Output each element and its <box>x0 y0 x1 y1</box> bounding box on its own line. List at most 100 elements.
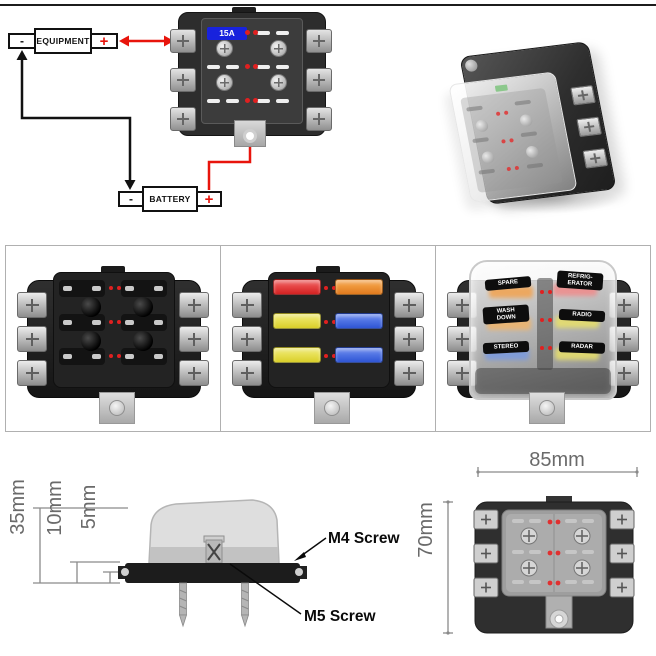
fuse-slot <box>59 314 105 331</box>
fuse-contact <box>257 99 270 103</box>
equipment-plus-terminal: + <box>90 32 118 50</box>
led-indicator <box>324 320 328 324</box>
render-tilt-group <box>448 41 617 205</box>
screw-terminal-icon <box>232 292 262 318</box>
green-clip-icon <box>494 84 508 92</box>
tag-line: SPARE <box>497 279 519 287</box>
stud-nut-icon <box>109 400 125 416</box>
screw-terminal-icon <box>394 292 424 318</box>
fuse-box-top-tab <box>232 7 256 15</box>
wiring-diagram: - EQUIPMENT + - BATTERY + <box>0 0 440 244</box>
battery-label: BATTERY <box>149 194 191 204</box>
led-indicator <box>324 354 328 358</box>
dimension-width: 85mm <box>529 450 585 471</box>
screw-terminal-icon <box>179 292 209 318</box>
fuse-contact <box>257 31 270 35</box>
depth-dim-line <box>443 501 453 634</box>
fuse-contact <box>226 65 239 69</box>
product-photo-cover: SPARE REFRIG- ERATOR WASH DOWN RADIO STE <box>436 246 650 431</box>
m5-leader-line <box>229 563 302 615</box>
wire-black-negative <box>20 58 132 182</box>
screw-terminal-icon <box>232 326 262 352</box>
side-view-drawing <box>118 499 307 628</box>
screw-terminal-icon <box>170 107 196 131</box>
screw-terminal-icon <box>576 116 602 138</box>
transparent-cover: SPARE REFRIG- ERATOR WASH DOWN RADIO STE <box>469 260 617 400</box>
screw-terminals-top <box>473 509 635 598</box>
led-indicator <box>245 64 250 69</box>
fuse-contact <box>257 65 270 69</box>
dimension-depth: 70mm <box>415 502 437 558</box>
led-indicator <box>332 354 336 358</box>
top-dimension-diagram: 85mm 70mm <box>415 450 639 635</box>
fuse-contact <box>207 65 220 69</box>
phillips-screws-top <box>520 527 591 577</box>
led-indicator <box>253 64 258 69</box>
phillips-screw-icon <box>216 74 233 91</box>
top-tab <box>546 496 572 504</box>
led-indicator <box>540 318 544 322</box>
led-indicator <box>253 30 258 35</box>
screw-terminal-icon <box>17 292 47 318</box>
wire-arrow-down-icon <box>124 180 136 190</box>
led-indicator <box>253 98 258 103</box>
product-render-3d <box>448 36 635 221</box>
fuse-contact <box>276 65 289 69</box>
battery-label-box: BATTERY <box>142 186 198 212</box>
led-indicator <box>109 320 113 324</box>
fuse-slot <box>121 348 167 365</box>
dimension-base-height: 5mm <box>78 485 100 529</box>
tag-line: RADIO <box>572 311 592 319</box>
fuse-slot <box>121 280 167 297</box>
stud-nut-icon <box>324 400 340 416</box>
product-photo-empty <box>6 246 221 431</box>
led-indicator <box>117 354 121 358</box>
transparent-cover <box>448 71 578 203</box>
led-indicator <box>548 346 552 350</box>
fuse-red <box>273 279 321 295</box>
m4-screw-head-icon <box>295 568 303 576</box>
tag-line: RADAR <box>571 343 593 351</box>
plus-symbol: + <box>99 32 109 50</box>
led-indicator <box>117 286 121 290</box>
equipment-minus-terminal: - <box>8 33 36 49</box>
fuse-slot <box>121 314 167 331</box>
top-tab <box>101 266 125 274</box>
dim-end-dot <box>446 500 450 504</box>
led-indicator <box>540 346 544 350</box>
m4-leader-line <box>300 537 327 557</box>
wire-arrow-right-icon <box>164 35 174 47</box>
m4-arrowhead-icon <box>294 552 306 561</box>
tag-line: ERATOR <box>567 279 593 288</box>
screw-terminal-icon <box>179 360 209 386</box>
m5-screw-label: M5 Screw <box>304 608 376 625</box>
fuse-yellow <box>273 313 321 329</box>
screw-hole <box>133 331 153 351</box>
led-indicator <box>332 320 336 324</box>
screw-terminal-icon <box>306 29 332 53</box>
led-indicator <box>548 318 552 322</box>
fuse-blue <box>335 313 383 329</box>
screw-terminal-icon <box>306 68 332 92</box>
equipment-label: EQUIPMENT <box>36 36 90 46</box>
wire-arrow-up-icon <box>16 50 28 60</box>
led-indicator <box>117 320 121 324</box>
stud-mark <box>207 543 221 561</box>
screw-hole <box>81 331 101 351</box>
fuse-slot <box>59 280 105 297</box>
tag-line: DOWN <box>496 313 516 322</box>
stud-nut-icon <box>539 400 555 416</box>
fuse-contact <box>226 99 239 103</box>
wiring-wires <box>16 35 256 190</box>
fuse-blue <box>335 347 383 363</box>
screw-terminal-icon <box>232 360 262 386</box>
screw-hole <box>133 297 153 317</box>
led-indicator <box>245 30 250 35</box>
phillips-screw-icon <box>216 40 233 57</box>
screw-terminal-icon <box>170 29 196 53</box>
dim-end-dot <box>446 631 450 635</box>
screw-hole <box>81 297 101 317</box>
screw-terminal-icon <box>170 68 196 92</box>
battery-minus-terminal: - <box>118 191 144 207</box>
